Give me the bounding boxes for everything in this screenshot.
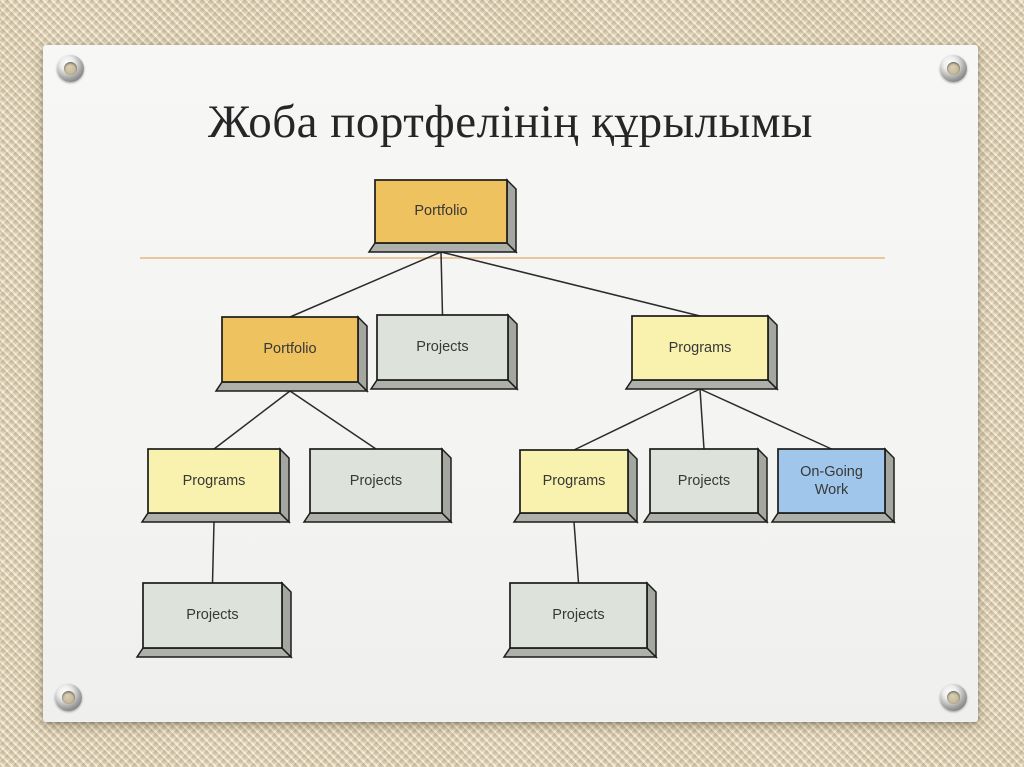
title-divider-line: [140, 257, 885, 259]
grommet-bottom-right-icon: [940, 684, 967, 711]
grommet-bottom-left-icon: [55, 684, 82, 711]
slide-title: Жоба портфелінің құрылымы: [207, 96, 814, 148]
slide: Жоба портфелінің құрылымы: [43, 45, 978, 722]
grommet-top-right-icon: [940, 55, 967, 82]
grommet-top-left-icon: [57, 55, 84, 82]
